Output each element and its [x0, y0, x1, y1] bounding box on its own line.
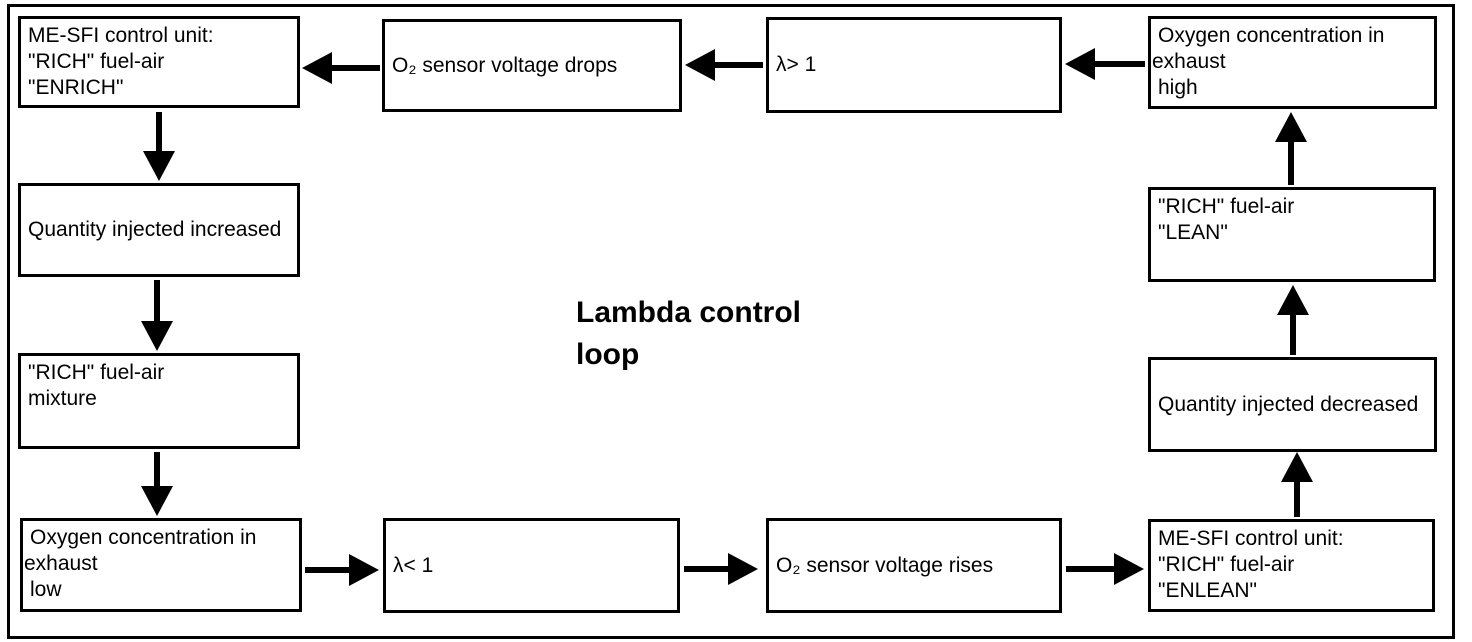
box-text-line: Quantity injected increased [28, 218, 282, 241]
arrow-shaft [154, 280, 160, 327]
box-text-line: O₂ sensor voltage rises [776, 553, 994, 577]
box-text-line: "RICH" fuel-air [1158, 553, 1295, 576]
arrow-shaft [1294, 476, 1300, 517]
diagram-title-line2: loop [576, 338, 640, 371]
arrow-o2-rises-to-me-sfi-enlean [1066, 553, 1144, 585]
arrowhead-right-icon [349, 554, 379, 586]
box-text-line: ME-SFI control unit: [28, 24, 214, 47]
box-text-line: ME-SFI control unit: [1158, 527, 1344, 550]
box-me-sfi-control-unit-enrich: ME-SFI control unit: "RICH" fuel-air "EN… [18, 16, 300, 108]
arrow-oxygen-high-to-lambda-gt [1065, 48, 1145, 80]
box-lambda-greater-than-1: λ> 1 [766, 17, 1062, 113]
arrowhead-down-icon [143, 151, 175, 181]
box-text-line: mixture [28, 387, 97, 410]
arrow-shaft [709, 62, 763, 68]
box-text-line: Oxygen concentration in [1158, 24, 1385, 47]
diagram-title-line1: Lambda control [576, 296, 802, 329]
box-text-line: Quantity injected decreased [1158, 392, 1419, 416]
arrow-qty-decreased-to-rich-lean [1277, 285, 1309, 355]
arrow-rich-mixture-to-oxygen-low [141, 452, 173, 516]
arrow-o2-drops-to-me-sfi-enrich [302, 52, 380, 84]
arrow-me-sfi-enrich-to-qty-increased [143, 112, 175, 181]
arrowhead-right-icon [728, 553, 758, 585]
arrow-shaft [326, 65, 380, 71]
box-text-line: "RICH" fuel-air [1158, 195, 1295, 218]
arrow-shaft [684, 566, 734, 572]
arrow-shaft [1290, 309, 1296, 355]
diagram-title: Lambda control loop [576, 292, 801, 376]
box-text-line: exhaust [24, 552, 98, 575]
arrow-me-sfi-enlean-to-qty-decreased [1281, 452, 1313, 517]
box-text-line: "RICH" fuel-air [28, 50, 165, 73]
arrowhead-down-icon [141, 486, 173, 516]
box-rich-fuel-air-lean: "RICH" fuel-air "LEAN" [1148, 187, 1436, 282]
box-lambda-less-than-1: λ< 1 [383, 518, 680, 613]
arrow-oxygen-low-to-lambda-lt [305, 554, 379, 586]
box-text-line: "RICH" fuel-air [28, 361, 165, 384]
box-me-sfi-control-unit-enlean: ME-SFI control unit: "RICH" fuel-air "EN… [1148, 519, 1435, 612]
arrowhead-down-icon [141, 321, 173, 351]
arrow-shaft [305, 567, 355, 573]
box-text-line: "LEAN" [1158, 221, 1228, 244]
arrow-qty-increased-to-rich-mixture [141, 280, 173, 351]
box-oxygen-concentration-high: Oxygen concentration in exhaust high [1148, 16, 1437, 109]
box-oxygen-concentration-low: Oxygen concentration in exhaust low [20, 518, 302, 612]
box-text-line: O₂ sensor voltage drops [392, 53, 618, 77]
diagram-border [7, 4, 1455, 639]
box-text-line: low [30, 578, 62, 601]
box-text-line: high [1158, 76, 1198, 99]
box-rich-fuel-air-mixture: "RICH" fuel-air mixture [18, 353, 300, 449]
box-o2-sensor-voltage-rises: O₂ sensor voltage rises [766, 518, 1062, 613]
box-quantity-injected-decreased: Quantity injected decreased [1148, 357, 1437, 452]
box-quantity-injected-increased: Quantity injected increased [18, 183, 300, 277]
arrow-shaft [1066, 566, 1120, 572]
box-text-line: λ> 1 [776, 53, 817, 76]
arrow-lambda-lt-to-o2-rises [684, 553, 758, 585]
arrow-shaft [154, 452, 160, 492]
arrow-shaft [1089, 61, 1145, 67]
box-text-line: "ENLEAN" [1158, 579, 1257, 602]
arrow-rich-lean-to-oxygen-high [1275, 112, 1307, 185]
arrowhead-right-icon [1114, 553, 1144, 585]
box-text-line: "ENRICH" [28, 76, 124, 99]
box-text-line: Oxygen concentration in [30, 526, 257, 549]
box-text-line: λ< 1 [393, 553, 434, 577]
arrow-shaft [156, 112, 162, 157]
box-text-line: exhaust [1152, 50, 1226, 73]
arrow-lambda-gt-to-o2-drops [685, 49, 763, 81]
box-o2-sensor-voltage-drops: O₂ sensor voltage drops [382, 19, 682, 112]
arrow-shaft [1288, 136, 1294, 185]
